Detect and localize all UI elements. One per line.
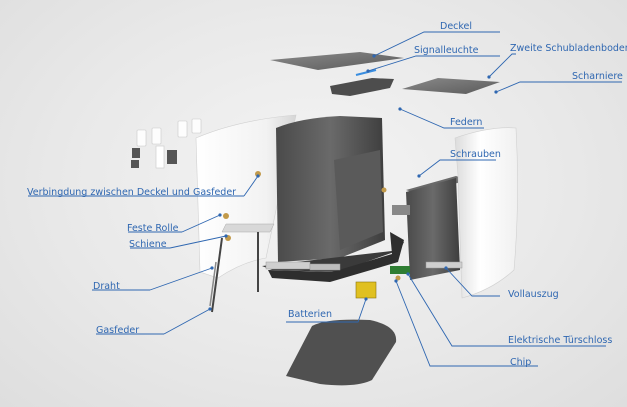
label-schiene: Schiene (129, 239, 167, 250)
full-extension-rail-left (265, 261, 311, 270)
label-verbindung: Verbingdung zwischen Deckel und Gasfeder (27, 187, 237, 198)
gas-spring (211, 237, 223, 313)
cabinet-inner-wall (334, 150, 383, 250)
label-schrauben: Schrauben (450, 149, 501, 160)
label-chip: Chip (510, 357, 532, 368)
drawer-box-front (406, 178, 460, 280)
label-draht: Draht (93, 281, 120, 292)
label-vollauszug: Vollauszug (508, 289, 559, 300)
fixed-pulley (223, 213, 229, 219)
chip (395, 275, 401, 281)
signal-light-bar (330, 78, 394, 96)
label-federn: Federn (450, 117, 483, 128)
full-extension-rail-right (425, 261, 463, 269)
battery-pack (355, 281, 377, 299)
full-extension-rail-mid (309, 263, 341, 271)
label-deckel: Deckel (440, 21, 473, 32)
cabinet-base-frame-right (268, 232, 404, 282)
label-feste-rolle: Feste Rolle (127, 223, 179, 234)
lid-panel (270, 52, 404, 70)
right-white-door (454, 127, 518, 299)
label-gasfeder: Gasfeder (96, 325, 140, 336)
signal-light-strip (355, 69, 377, 76)
leader-lines (28, 31, 622, 367)
wire (209, 261, 217, 307)
label-scharniere: Scharniere (572, 71, 623, 82)
label-signalleuchte: Signalleuchte (414, 45, 479, 56)
label-batterien: Batterien (288, 309, 333, 320)
drawer-rail-bar (392, 205, 410, 215)
label-elektrische-tuerschloss: Elektrische Türschloss (508, 335, 613, 346)
rail-strip (221, 223, 275, 233)
screw-part (381, 187, 387, 193)
leader-dots (208, 54, 498, 311)
hinge-clips (131, 118, 202, 169)
door-lock-module (390, 266, 410, 274)
bottom-plate (286, 319, 397, 386)
label-zweite-schubladenboden: Zweite Schubladenboden (510, 43, 627, 54)
second-drawer-bottom (402, 78, 500, 94)
